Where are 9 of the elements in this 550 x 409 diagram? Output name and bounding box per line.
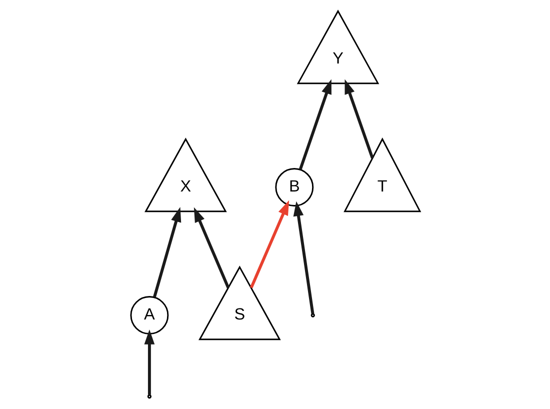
arrow xyxy=(249,200,289,288)
node-circle: B xyxy=(274,168,314,206)
arrow xyxy=(292,201,314,314)
arrow xyxy=(152,207,181,298)
arrow xyxy=(144,330,154,395)
arrow xyxy=(193,207,230,288)
arrow xyxy=(298,79,331,170)
node-circle: A xyxy=(130,296,168,335)
arrow xyxy=(344,79,374,159)
